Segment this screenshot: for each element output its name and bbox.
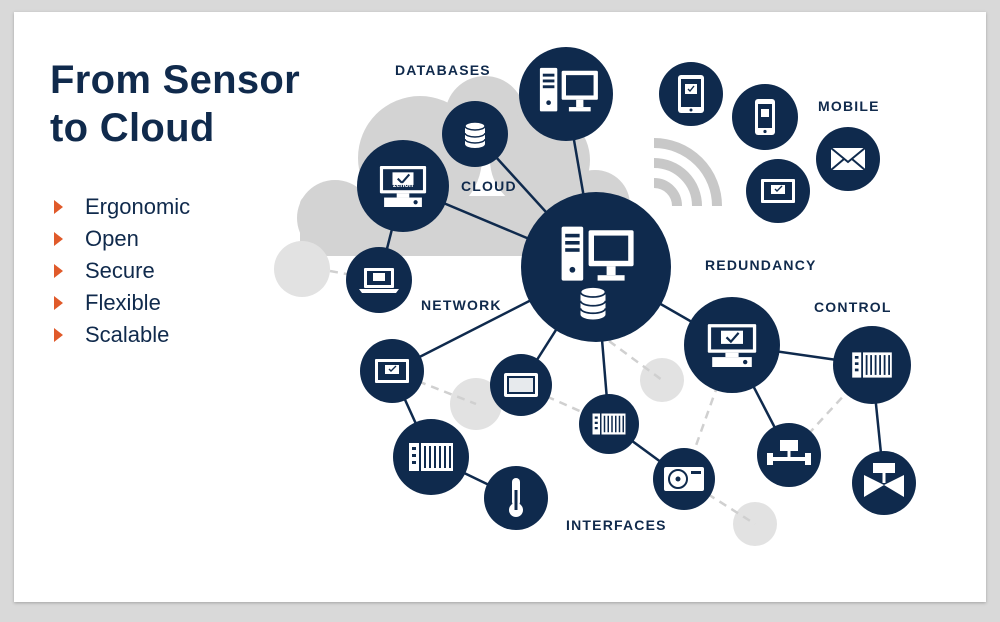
- smartphone-icon: [755, 99, 775, 135]
- hmi-node: [360, 339, 424, 403]
- database-server-node: [519, 47, 613, 141]
- control-node: [833, 326, 911, 404]
- feature-list: Ergonomic Open Secure Flexible Scalable: [54, 191, 190, 351]
- cloud-scada-node: zenon: [357, 140, 449, 232]
- network-switch-node: [757, 423, 821, 487]
- bullet-arrow-icon: [54, 232, 63, 246]
- wifi-signal-icon: [653, 138, 722, 207]
- list-item: Secure: [54, 255, 190, 287]
- database-icon: [579, 286, 607, 321]
- io-module-icon: [592, 413, 626, 435]
- display-node: [490, 354, 552, 416]
- mail-node: [816, 127, 880, 191]
- panel-pc-icon: [706, 323, 758, 369]
- central-server-node: [521, 192, 671, 342]
- io-module-node: [579, 394, 639, 454]
- brand-label: zenon: [393, 182, 413, 189]
- io-module-icon: [409, 443, 453, 471]
- list-item-label: Secure: [85, 258, 155, 283]
- list-item-label: Flexible: [85, 290, 161, 315]
- database-icon: [464, 121, 486, 149]
- label-interfaces: INTERFACES: [566, 517, 667, 533]
- disc-drive-icon: [664, 467, 704, 491]
- title-line-1: From Sensor: [50, 58, 301, 102]
- bullet-arrow-icon: [54, 264, 63, 278]
- laptop-icon: [359, 268, 399, 293]
- display-icon: [504, 373, 538, 397]
- valve-icon: [864, 463, 904, 497]
- monitor-node: [746, 159, 810, 223]
- network-switch-icon: [767, 440, 811, 465]
- monitor-icon: [374, 358, 410, 384]
- database-node: [442, 101, 508, 167]
- monitor-icon: [760, 178, 796, 204]
- laptop-node: [346, 247, 412, 313]
- io-rack-node: [393, 419, 469, 495]
- tablet-icon: [677, 74, 705, 114]
- valve-node: [852, 451, 916, 515]
- disc-drive-node: [653, 448, 715, 510]
- bullet-arrow-icon: [54, 296, 63, 310]
- label-control: CONTROL: [814, 299, 892, 315]
- tablet-node: [659, 62, 723, 126]
- smartphone-node: [732, 84, 798, 150]
- thermometer-icon: [509, 478, 523, 517]
- redundancy-node: [684, 297, 780, 393]
- label-mobile: MOBILE: [818, 98, 880, 114]
- io-module-icon: [852, 352, 892, 378]
- label-redundancy: REDUNDANCY: [705, 257, 817, 273]
- list-item: Scalable: [54, 319, 190, 351]
- list-item-label: Scalable: [85, 322, 170, 347]
- list-item-label: Open: [85, 226, 139, 251]
- list-item: Ergonomic: [54, 191, 190, 223]
- bullet-arrow-icon: [54, 200, 63, 214]
- mail-icon: [830, 147, 866, 171]
- page-title: From Sensor to Cloud: [50, 56, 300, 152]
- label-databases: DATABASES: [395, 62, 491, 78]
- list-item: Open: [54, 223, 190, 255]
- list-item: Flexible: [54, 287, 190, 319]
- thermometer-node: [484, 466, 548, 530]
- bullet-arrow-icon: [54, 328, 63, 342]
- list-item-label: Ergonomic: [85, 194, 191, 219]
- label-network: NETWORK: [421, 297, 502, 313]
- label-cloud: CLOUD: [461, 178, 517, 194]
- title-line-2: to Cloud: [50, 106, 215, 150]
